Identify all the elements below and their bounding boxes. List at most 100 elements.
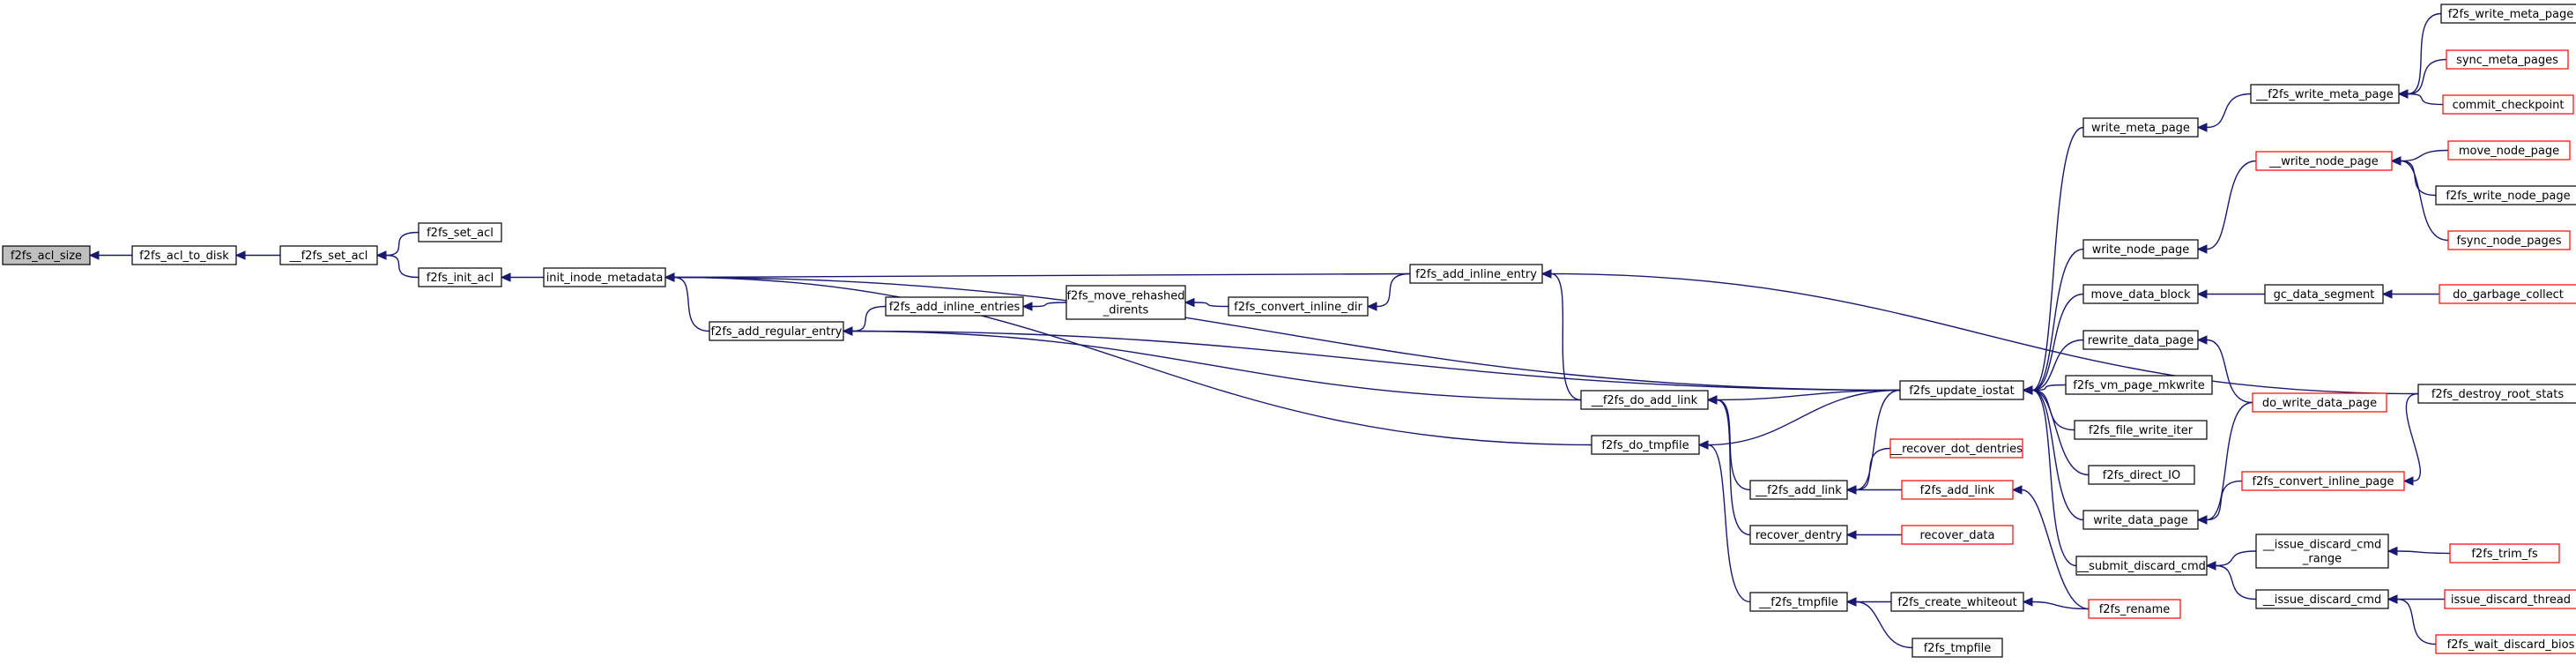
node-label: f2fs_set_acl — [427, 227, 494, 240]
node-write-meta-page[interactable]: write_meta_page — [2082, 117, 2199, 138]
node-label: fsync_node_pages — [2456, 235, 2561, 248]
node-rewrite-data-page[interactable]: rewrite_data_page — [2082, 330, 2199, 350]
node-destroy-root-stats[interactable]: f2fs_destroy_root_stats — [2417, 384, 2576, 404]
edge-line — [673, 276, 1592, 446]
node-box — [2074, 420, 2208, 440]
node-do-tmpfile[interactable]: f2fs_do_tmpfile — [1591, 435, 1700, 455]
edge-init-acl-to-set-acl — [375, 250, 419, 279]
edge-line — [2407, 58, 2447, 95]
edge-issue-discard-to-submit-discard — [2205, 561, 2257, 601]
node-label: __write_node_page — [2268, 155, 2379, 168]
node-write-node-page[interactable]: __write_node_page — [2255, 151, 2393, 171]
node-box — [1065, 285, 1186, 320]
node-box — [2446, 49, 2569, 70]
node-set-acl[interactable]: f2fs_set_acl — [418, 222, 502, 242]
node-init-inode-metadata[interactable]: init_inode_metadata — [543, 267, 666, 287]
edge-write-meta-page-to-update-iostat — [2022, 126, 2084, 395]
node-create-whiteout[interactable]: f2fs_create_whiteout — [1890, 592, 2024, 612]
node-direct-io[interactable]: f2fs_direct_IO — [2088, 465, 2195, 485]
node-add-regular-entry[interactable]: f2fs_add_regular_entry — [709, 321, 844, 341]
node-fsync-node-pages[interactable]: fsync_node_pages — [2447, 230, 2571, 250]
edge-add-regular-entry-to-init-inode-metadata — [664, 272, 710, 332]
node-move-data-block[interactable]: move_data_block — [2082, 284, 2199, 304]
edge-write-meta-page-to-write-meta-page — [2196, 93, 2252, 132]
node-label: rewrite_data_page — [2088, 334, 2194, 347]
node-add-link[interactable]: __f2fs_add_link — [1749, 480, 1848, 500]
node-issue-discard-thread[interactable]: issue_discard_thread — [2444, 589, 2576, 609]
node-write-data-page[interactable]: write_data_page — [2082, 510, 2199, 530]
node-label: f2fs_update_iostat — [1909, 384, 2015, 398]
edge-line — [2215, 564, 2257, 601]
node-label: f2fs_add_inline_entries — [889, 301, 1021, 314]
node-box — [2255, 589, 2389, 609]
edge-line — [2396, 550, 2451, 555]
node-add-inline-entry[interactable]: f2fs_add_inline_entry — [1409, 264, 1543, 284]
node-commit-checkpoint[interactable]: commit_checkpoint — [2442, 94, 2574, 115]
edge-arrowhead — [1540, 269, 1552, 279]
node-box — [543, 267, 666, 287]
node-box — [2075, 556, 2208, 576]
node-box — [2440, 4, 2576, 24]
node-label: f2fs_add_regular_entry — [710, 325, 842, 339]
node-box — [2447, 140, 2571, 160]
node-label: f2fs_create_whiteout — [1897, 596, 2016, 609]
node-submit-discard[interactable]: __submit_discard_cmd — [2075, 556, 2208, 576]
node-write-node-page[interactable]: write_node_page — [2082, 239, 2199, 259]
node-label: f2fs_file_write_iter — [2089, 424, 2194, 437]
node-box — [2449, 543, 2560, 563]
node-write-meta-page[interactable]: __f2fs_write_meta_page — [2250, 84, 2400, 104]
node-trim-fs[interactable]: f2fs_trim_fs — [2449, 543, 2560, 563]
node-recover-data[interactable]: recover_data — [1901, 525, 2014, 545]
node-gc-data-segment[interactable]: gc_data_segment — [2264, 284, 2384, 304]
edge-do-add-link-to-add-inline-entry — [1540, 269, 1582, 401]
edge-rename-to-add-link — [2011, 485, 2090, 610]
node-label: move_node_page — [2459, 145, 2559, 158]
node-label: commit_checkpoint — [2453, 99, 2565, 112]
node-convert-inline-dir[interactable]: f2fs_convert_inline_dir — [1228, 296, 1369, 317]
edge-arrowhead — [2402, 476, 2414, 486]
node-vm-page-mkwrite[interactable]: f2fs_vm_page_mkwrite — [2065, 375, 2213, 395]
node-label: f2fs_do_tmpfile — [1601, 439, 1689, 452]
node-label: f2fs_acl_to_disk — [139, 250, 229, 263]
node-label: __f2fs_set_acl — [289, 250, 368, 263]
node-label: f2fs_trim_fs — [2471, 548, 2537, 561]
node-tmpfile[interactable]: f2fs_tmpfile — [1912, 638, 2003, 658]
node-f2fs-write-node-page[interactable]: f2fs_write_node_page — [2435, 185, 2576, 205]
node-do-write-data-page[interactable]: do_write_data_page — [2252, 392, 2387, 413]
node-add-link[interactable]: f2fs_add_link — [1901, 480, 2014, 500]
node-sync-meta-pages[interactable]: sync_meta_pages — [2446, 49, 2569, 70]
node-box — [1409, 264, 1543, 284]
edge-do-add-link-to-add-regular-entry — [842, 326, 1582, 401]
node-move-node-page[interactable]: move_node_page — [2447, 140, 2571, 160]
node-rename[interactable]: f2fs_rename — [2088, 599, 2181, 619]
node-acl-to-disk[interactable]: f2fs_acl_to_disk — [131, 245, 237, 265]
node-label: f2fs_init_acl — [427, 272, 494, 285]
edge-line — [1550, 272, 2419, 395]
node-issue-discard-range[interactable]: __issue_discard_cmd_range — [2255, 533, 2389, 569]
edge-f2fs-write-meta-page-to-write-meta-page — [2397, 12, 2442, 99]
edge-move-rehashed-to-add-inline-entries — [1021, 302, 1067, 311]
node-label: f2fs_destroy_root_stats — [2431, 388, 2565, 401]
edge-arrowhead — [2196, 244, 2208, 254]
node-file-write-iter[interactable]: f2fs_file_write_iter — [2074, 420, 2208, 440]
node-wait-discard-bios[interactable]: f2fs_wait_discard_bios — [2435, 634, 2576, 654]
node-init-acl[interactable]: f2fs_init_acl — [418, 267, 502, 287]
node-box — [1749, 480, 1848, 500]
node-recover-dentry[interactable]: recover_dentry — [1749, 525, 1848, 545]
edge-line — [1855, 389, 1901, 491]
node-convert-inline-page[interactable]: f2fs_convert_inline_page — [2241, 471, 2405, 491]
node-tmpfile[interactable]: __f2fs_tmpfile — [1749, 592, 1848, 612]
node-f2fs-write-meta-page[interactable]: f2fs_write_meta_page — [2440, 4, 2576, 24]
edge-line — [2400, 160, 2437, 197]
node-recover-dot[interactable]: __recover_dot_dentries — [1889, 438, 2023, 459]
node-do-add-link[interactable]: __f2fs_do_add_link — [1580, 390, 1709, 410]
node-issue-discard[interactable]: __issue_discard_cmd — [2255, 589, 2389, 609]
node-label: __issue_discard_cmd — [2262, 593, 2382, 607]
node-update-iostat[interactable]: f2fs_update_iostat — [1899, 380, 2024, 400]
node-add-inline-entries[interactable]: f2fs_add_inline_entries — [885, 296, 1024, 317]
edge-line — [2031, 389, 2090, 476]
node-do-garbage-collect[interactable]: do_garbage_collect — [2439, 284, 2576, 304]
node-move-rehashed[interactable]: f2fs_move_rehashed_dirents — [1065, 285, 1186, 320]
node-label: __f2fs_tmpfile — [1758, 596, 1838, 609]
node-set-acl[interactable]: __f2fs_set_acl — [279, 245, 378, 265]
